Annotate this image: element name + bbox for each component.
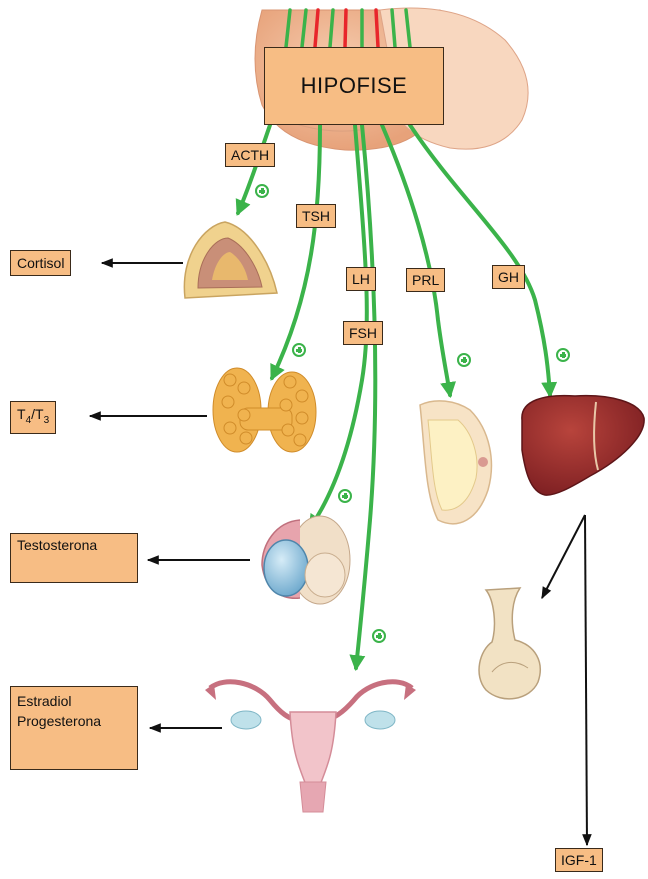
cortisol-label: Cortisol bbox=[10, 250, 71, 276]
fsh-label: FSH bbox=[343, 321, 383, 345]
liver-to-igf1-arrow bbox=[585, 515, 587, 845]
thyroid-illustration bbox=[213, 368, 316, 452]
lh-stimulation-plus-icon bbox=[338, 489, 352, 503]
liver-to-bone-arrow bbox=[542, 515, 585, 598]
gh-label: GH bbox=[492, 265, 525, 289]
tsh-label: TSH bbox=[296, 204, 336, 228]
acth-label: ACTH bbox=[225, 143, 275, 167]
tsh-arrow bbox=[272, 125, 320, 378]
testosterona-text: Testosterona bbox=[17, 537, 97, 553]
lh-label: LH bbox=[346, 267, 376, 291]
estradiol-progesterona-label: Estradiol Progesterona bbox=[10, 686, 138, 770]
progesterona-text: Progesterona bbox=[17, 711, 131, 731]
acth-stimulation-plus-icon bbox=[255, 184, 269, 198]
gh-arrow bbox=[410, 125, 550, 395]
gh-stimulation-plus-icon bbox=[556, 348, 570, 362]
uterus-ovaries-illustration bbox=[205, 682, 416, 812]
t4-t3-label: T4/T3 bbox=[10, 401, 56, 434]
prl-label: PRL bbox=[406, 268, 445, 292]
igf1-label: IGF-1 bbox=[555, 848, 603, 872]
adrenal-gland-illustration bbox=[184, 222, 277, 298]
hipofise-label: HIPOFISE bbox=[264, 47, 444, 125]
testis-illustration bbox=[262, 516, 350, 604]
estradiol-text: Estradiol bbox=[17, 691, 131, 711]
prl-stimulation-plus-icon bbox=[457, 353, 471, 367]
liver-illustration bbox=[522, 396, 644, 495]
bone-illustration bbox=[479, 588, 540, 699]
tsh-stimulation-plus-icon bbox=[292, 343, 306, 357]
acth-arrow bbox=[238, 125, 270, 213]
testosterona-label: Testosterona bbox=[10, 533, 138, 583]
t4-t3-text: T4/T3 bbox=[17, 406, 49, 422]
fsh-stimulation-plus-icon bbox=[372, 629, 386, 643]
breast-illustration bbox=[420, 401, 491, 524]
